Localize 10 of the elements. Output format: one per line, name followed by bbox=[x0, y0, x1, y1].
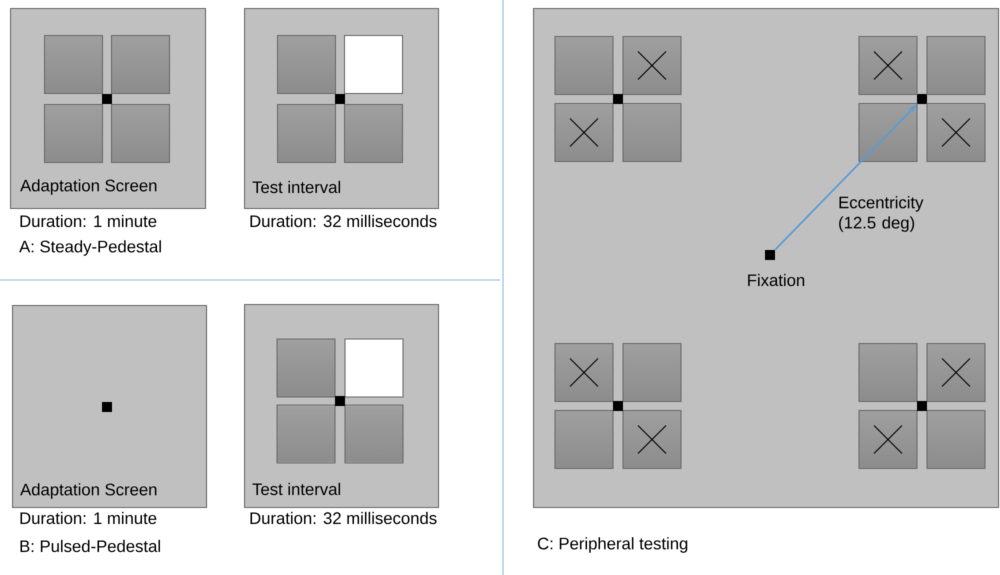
panel-caption: B: Pulsed-Pedestal bbox=[20, 540, 160, 552]
duration-text: Fixation bbox=[748, 274, 804, 286]
screen-box: Adaptation Screen bbox=[12, 305, 208, 508]
panel-caption: C: Peripheral testing bbox=[538, 537, 688, 553]
duration-text: Duration: 1 minute bbox=[20, 214, 156, 228]
edge-label: Eccentricity (12.5 deg) bbox=[839, 196, 924, 232]
duration-text: Duration: 1 minute bbox=[20, 512, 156, 524]
panel-caption: A: Steady-Pedestal bbox=[19, 240, 161, 256]
duration-text: Duration: 32 milliseconds bbox=[250, 512, 437, 524]
duration-text: Duration: 32 milliseconds bbox=[250, 214, 437, 228]
